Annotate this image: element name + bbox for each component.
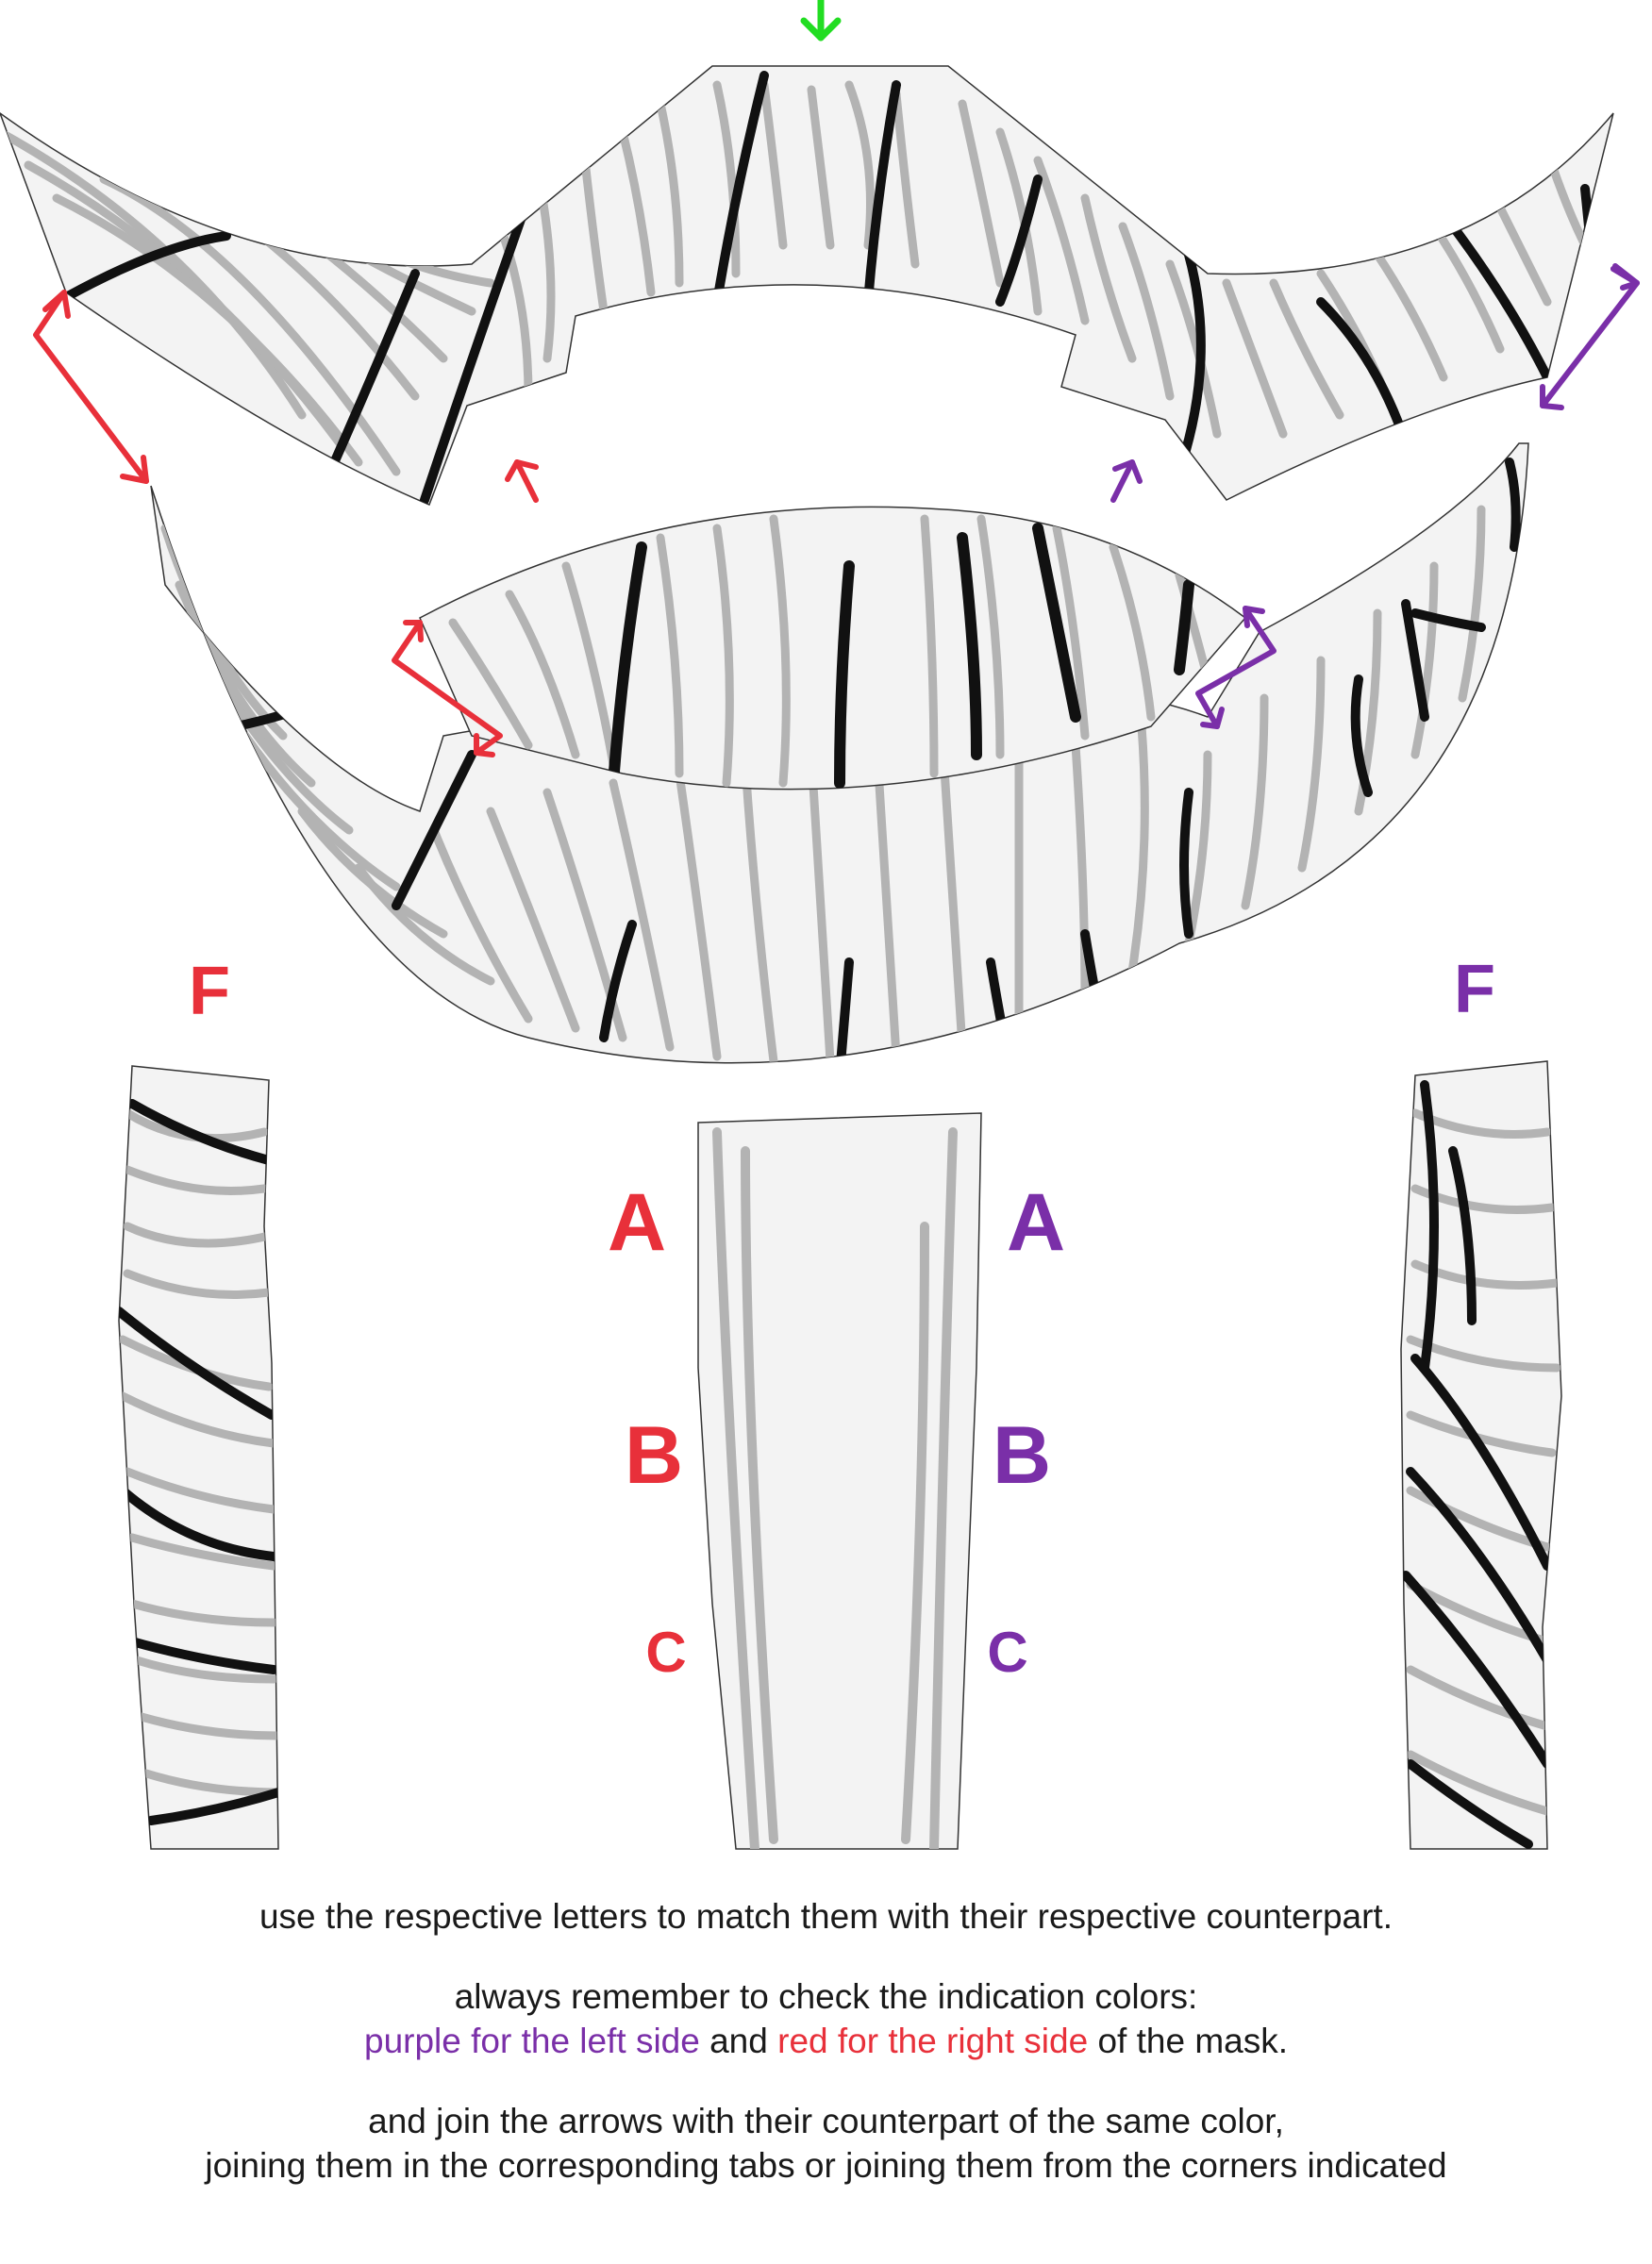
red-right-side-text: red for the right side (777, 2022, 1089, 2060)
inner-mask-piece (419, 506, 1247, 791)
letter-a-right: A (1007, 1177, 1065, 1268)
instruction-line-3: purple for the left side and red for the… (0, 2019, 1652, 2063)
letter-c-left: C (645, 1621, 686, 1684)
purple-top-tab-arrow (1110, 459, 1143, 503)
instruction-colors: always remember to check the indication … (0, 1974, 1652, 2063)
letter-b-right: B (993, 1410, 1051, 1501)
purple-right-double-arrow (1540, 263, 1640, 410)
letter-f-right: F (1454, 952, 1495, 1027)
purple-inner-right-double-arrow (1195, 606, 1277, 729)
purple-left-side-text: purple for the left side (364, 2022, 700, 2060)
of-the-mask-text: of the mask. (1088, 2022, 1288, 2060)
top-mask-piece (0, 65, 1614, 506)
instruction-line-2: always remember to check the indication … (454, 1977, 1198, 2016)
left-f-strip (118, 1065, 279, 1850)
instruction-line-5: joining them in the corresponding tabs o… (205, 2146, 1447, 2185)
red-inner-left-double-arrow (392, 620, 503, 757)
and-text: and (699, 2022, 778, 2060)
instruction-join-arrows: and join the arrows with their counterpa… (0, 2099, 1652, 2188)
letter-f-left: F (189, 954, 230, 1029)
letter-a-left: A (608, 1177, 666, 1268)
instruction-line-4: and join the arrows with their counterpa… (368, 2102, 1284, 2140)
right-f-strip (1400, 1060, 1562, 1850)
red-left-double-arrow (33, 290, 149, 484)
green-top-arrow (800, 0, 842, 42)
letter-c-right: C (987, 1621, 1027, 1684)
red-top-tab-arrow (505, 459, 539, 503)
center-strip (697, 1112, 982, 1850)
instruction-line-1: use the respective letters to match them… (259, 1897, 1393, 1936)
instruction-match-letters: use the respective letters to match them… (0, 1894, 1652, 1939)
letter-b-left: B (625, 1410, 683, 1501)
